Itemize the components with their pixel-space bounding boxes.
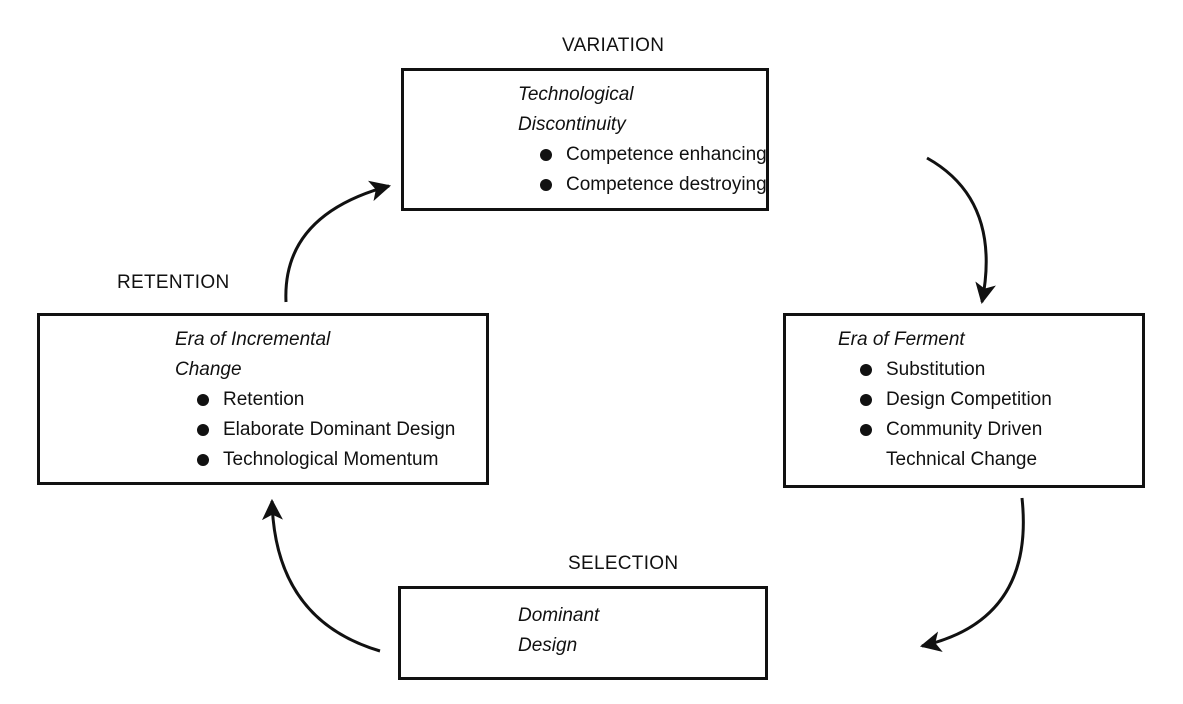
bullet-icon <box>197 394 209 406</box>
bullet-item: Substitution <box>860 355 1052 385</box>
box-heading-line: Change <box>175 359 242 380</box>
retention-label: RETENTION <box>117 272 230 293</box>
box-heading-line: Technological <box>518 84 634 105</box>
arrow-selection-to-retention <box>261 498 381 653</box>
bullet-icon <box>197 424 209 436</box>
bullet-list: Retention Elaborate Dominant Design Tech… <box>197 385 455 475</box>
box-heading-line: Dominant <box>518 605 600 626</box>
box-heading-line: Era of Ferment <box>838 329 965 350</box>
arrow-ferment-to-selection <box>919 497 1025 652</box>
bullet-icon <box>197 454 209 466</box>
era-of-incremental-change-box: Era of Incremental Change Retention Elab… <box>37 313 489 485</box>
bullet-list: Substitution Design Competition Communit… <box>860 355 1052 475</box>
arrow-variation-to-ferment <box>926 156 996 305</box>
bullet-item: Design Competition <box>860 385 1052 415</box>
box-heading-line: Era of Incremental <box>175 329 331 350</box>
bullet-icon <box>860 364 872 376</box>
bullet-item: Retention <box>197 385 455 415</box>
bullet-icon <box>860 394 872 406</box>
bullet-item: Elaborate Dominant Design <box>197 415 455 445</box>
era-of-ferment-box: Era of Ferment Substitution Design Compe… <box>783 313 1145 488</box>
variation-label: VARIATION <box>562 35 665 56</box>
bullet-icon <box>540 149 552 161</box>
box-heading-line: Design <box>518 635 578 656</box>
bullet-item: Competence enhancing <box>540 140 767 170</box>
box-heading-line: Discontinuity <box>518 114 626 135</box>
bullet-icon <box>860 424 872 436</box>
bullet-item: Technological Momentum <box>197 445 455 475</box>
technological-discontinuity-box: Technological Discontinuity Competence e… <box>401 68 769 211</box>
bullet-item: Competence destroying <box>540 170 767 200</box>
dominant-design-box: Dominant Design <box>398 586 768 680</box>
arrow-retention-to-variation <box>284 180 392 303</box>
bullet-icon <box>540 179 552 191</box>
selection-label: SELECTION <box>568 553 679 574</box>
bullet-list: Competence enhancing Competence destroyi… <box>540 140 767 200</box>
